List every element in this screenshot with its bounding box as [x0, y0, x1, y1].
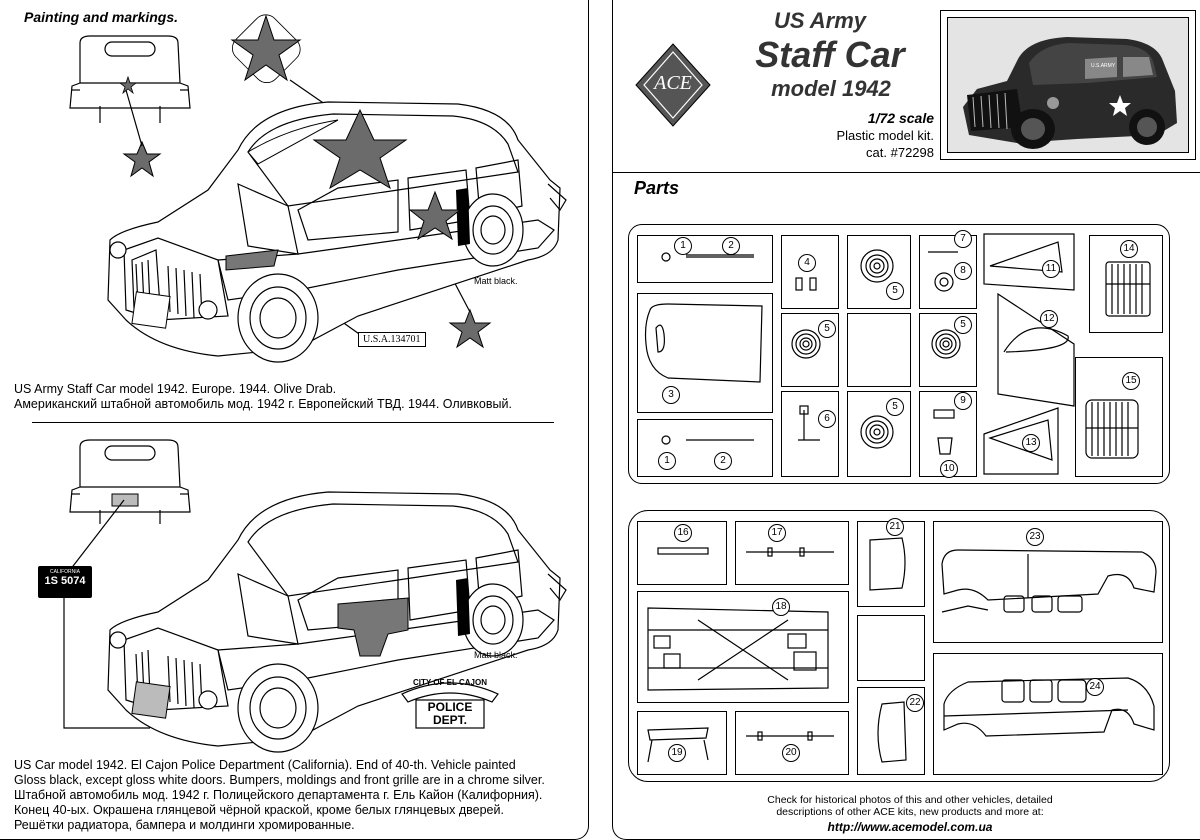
part-number-21: 21 — [886, 518, 904, 536]
matt-black-label-2: Matt black. — [474, 650, 518, 660]
ace-logo — [635, 43, 711, 127]
plate-number: 1S 5074 — [44, 575, 86, 587]
part-number-2: 2 — [722, 237, 740, 255]
part-number-9: 9 — [954, 392, 972, 410]
star-marking-large — [230, 14, 302, 84]
part-number-20: 20 — [782, 744, 800, 762]
photo-door-text: U.S.ARMY — [1091, 63, 1116, 69]
box-photo: U.S.ARMY — [940, 10, 1196, 160]
sprue-a-drawings — [644, 233, 1151, 475]
part-number-5b: 5 — [818, 320, 836, 338]
photo-car — [963, 37, 1177, 149]
part-number-18: 18 — [772, 598, 790, 616]
cell-empty-b — [857, 615, 925, 681]
police-badge: CITY OF EL CAJON POLICE DEPT. — [398, 674, 502, 730]
badge-line2: DEPT. — [432, 713, 467, 727]
car-side-view-1 — [107, 101, 567, 363]
caption-scheme-1: US Army Staff Car model 1942. Europe. 19… — [14, 382, 512, 411]
cell-parts-1-2-top — [637, 235, 773, 283]
cell-empty — [847, 313, 911, 387]
scale-text: 1/72 scale — [867, 110, 934, 126]
part-number-19: 19 — [668, 744, 686, 762]
part-number-3: 3 — [662, 386, 680, 404]
footer-note: Check for historical photos of this and … — [767, 794, 1053, 818]
sprue-b — [628, 510, 1170, 782]
kit-text: Plastic model kit. — [836, 128, 934, 143]
header-divider — [613, 172, 1200, 173]
part-number-22: 22 — [906, 694, 924, 712]
sprue-b-drawings — [647, 537, 1157, 763]
part-number-8: 8 — [954, 262, 972, 280]
ace-logo-text: ACE — [654, 72, 692, 94]
cell-part-4 — [781, 235, 839, 309]
car-side-view-2 — [107, 491, 567, 753]
part-number-12: 12 — [1040, 310, 1058, 328]
part-number-1: 1 — [674, 237, 692, 255]
part-number-17: 17 — [768, 524, 786, 542]
part-number-5c: 5 — [954, 316, 972, 334]
star-marking-small — [122, 140, 162, 178]
badge-line1: POLICE — [427, 700, 473, 714]
matt-black-label-1: Matt black. — [474, 276, 518, 286]
part-number-6: 6 — [818, 410, 836, 428]
rear-view-1 — [69, 35, 191, 123]
part-number-24: 24 — [1086, 678, 1104, 696]
parts-header: Parts — [634, 178, 680, 198]
part-number-23: 23 — [1026, 528, 1044, 546]
star-marking-right — [448, 308, 492, 349]
title-line2: Staff Car — [755, 34, 905, 75]
footer-url[interactable]: http://www.acemodel.com.ua — [827, 820, 993, 834]
cell-part-23 — [933, 521, 1163, 643]
part-number-11: 11 — [1042, 260, 1060, 278]
rear-view-2 — [69, 439, 191, 524]
part-number-7: 7 — [954, 230, 972, 248]
part-number-10: 10 — [940, 460, 958, 478]
sprue-a — [628, 224, 1170, 484]
part-number-4: 4 — [798, 254, 816, 272]
cell-part-24 — [933, 653, 1163, 775]
badge-outline — [401, 682, 499, 729]
part-number-13: 13 — [1022, 434, 1040, 452]
part-number-5: 5 — [886, 282, 904, 300]
serial-plate-1: U.S.A.134701 — [358, 332, 426, 347]
plate-state: CALIFORNIA — [49, 569, 80, 575]
cell-part-3 — [637, 293, 773, 413]
cell-part-6 — [781, 391, 839, 477]
title-line1: US Army — [773, 8, 867, 33]
cell-part-20 — [735, 711, 849, 775]
title-line3: model 1942 — [771, 76, 891, 101]
cell-part-17 — [735, 521, 849, 585]
badge-arc-text: CITY OF EL CAJON — [413, 678, 487, 687]
catalog-number: cat. #72298 — [866, 145, 934, 160]
part-number-2b: 2 — [714, 452, 732, 470]
part-number-16: 16 — [674, 524, 692, 542]
caption-scheme-2: US Car model 1942. El Cajon Police Depar… — [14, 758, 545, 832]
part-number-5d: 5 — [886, 398, 904, 416]
painting-header: Painting and markings. — [24, 9, 179, 25]
part-number-14: 14 — [1120, 240, 1138, 258]
part-number-1b: 1 — [658, 452, 676, 470]
divider-line — [32, 422, 554, 423]
part-number-15: 15 — [1122, 372, 1140, 390]
license-plate: CALIFORNIA 1S 5074 — [38, 566, 92, 598]
